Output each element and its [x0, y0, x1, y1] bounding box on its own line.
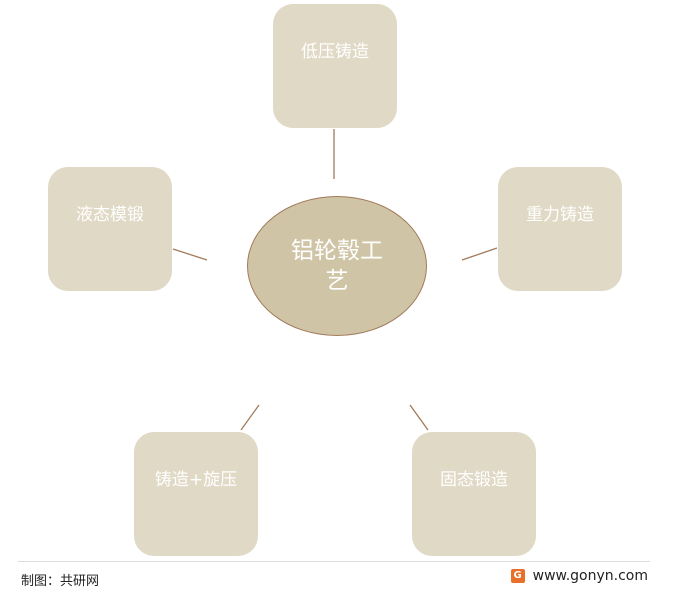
connector-bottom-right	[409, 404, 429, 431]
footer-divider	[18, 561, 650, 562]
center-topic: 铝轮毂工艺	[247, 196, 427, 336]
source-credit: 制图：共研网	[21, 574, 100, 589]
website-link[interactable]: G www.gonyn.com	[510, 568, 648, 584]
gonyn-logo-icon: G	[510, 569, 525, 583]
node-low-pressure-casting: 低压铸造	[273, 4, 397, 128]
node-gravity-casting: 重力铸造	[498, 167, 622, 291]
connector-left	[172, 248, 208, 261]
connector-right	[461, 247, 498, 261]
node-casting-spinning: 铸造+旋压	[134, 432, 258, 556]
website-url: www.gonyn.com	[532, 568, 648, 584]
node-liquid-die-forging: 液态模锻	[48, 167, 172, 291]
connector-bottom-left	[240, 404, 260, 431]
node-solid-forging: 固态锻造	[412, 432, 536, 556]
